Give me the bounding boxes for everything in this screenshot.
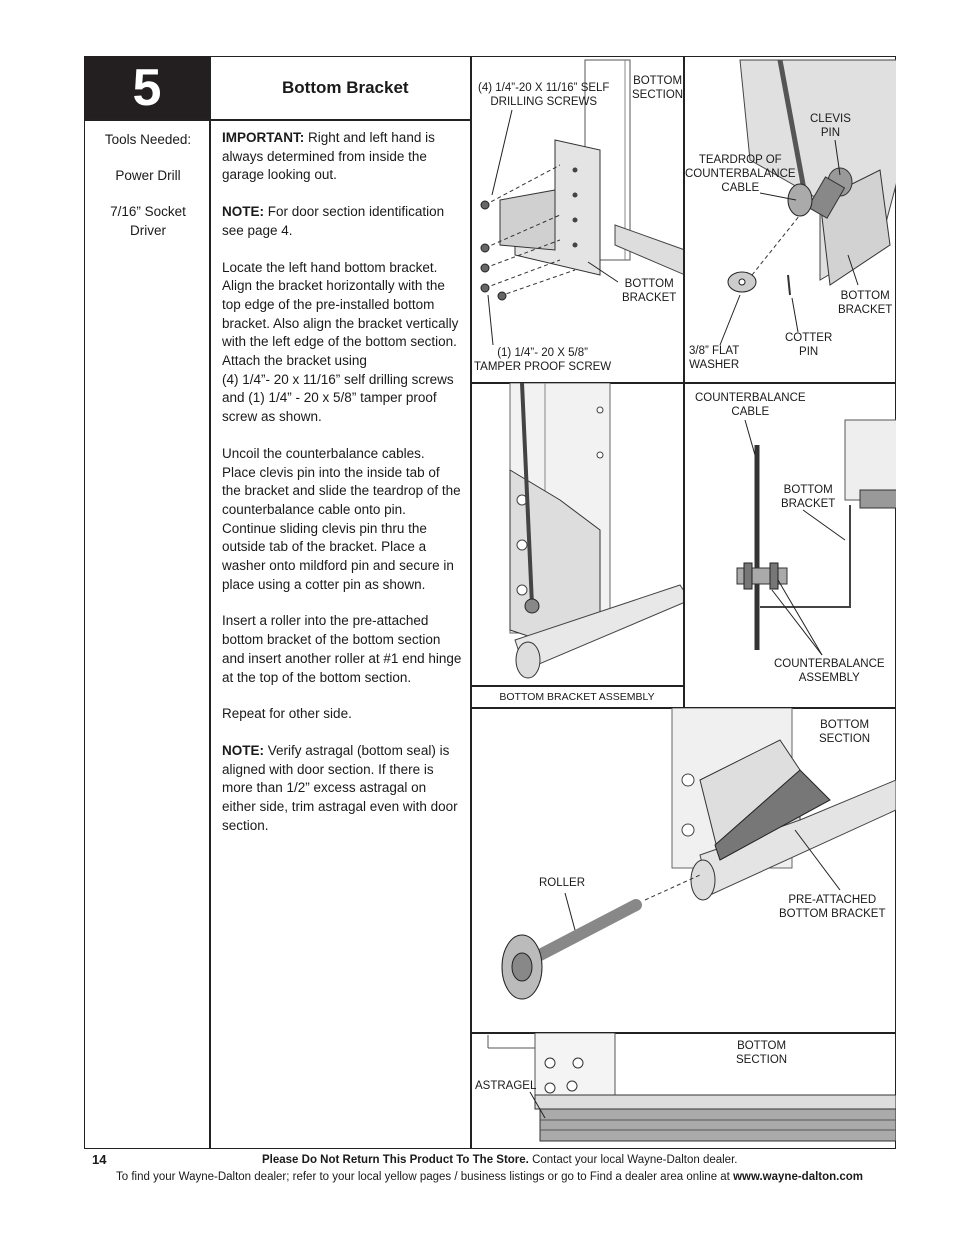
fig-row-divider-2 (470, 707, 896, 709)
instruction-cables: Uncoil the counterbalance cables. Place … (222, 445, 461, 592)
label-teardrop: TEARDROP OF COUNTERBALANCE CABLE (685, 154, 796, 194)
page-number: 14 (92, 1152, 107, 1167)
important-text: Right and left hand is always determined… (222, 130, 435, 183)
figure-bracket-screws (480, 59, 683, 346)
label-counterbalance-assembly: COUNTERBALANCE ASSEMBLY (774, 658, 885, 684)
figure-counterbalance (736, 419, 896, 656)
locate-text: Locate the left hand bottom bracket. Ali… (222, 259, 459, 369)
tool-item: 7/16” Socket Driver (110, 204, 186, 238)
label-bottom-bracket: BOTTOM BRACKET (838, 290, 893, 316)
instruction-note: NOTE: For door section identification se… (222, 203, 462, 240)
label-roller: ROLLER (539, 877, 586, 889)
tools-heading: Tools Needed: (104, 132, 192, 147)
note-text: For door section identification see page… (222, 204, 445, 238)
label-bottom-section: BOTTOM SECTION (632, 75, 684, 101)
screws-text: (4) 1/4”- 20 x 11/16” self drilling scre… (222, 371, 454, 425)
label-bottom-section: BOTTOM SECTION (819, 719, 871, 745)
label-flat-washer: 3/8” FLAT WASHER (689, 345, 740, 371)
fig-caption-divider (470, 685, 684, 687)
divider-tools (209, 56, 211, 1149)
footer-dealer: To find your Wayne-Dalton dealer; refer … (116, 1171, 863, 1183)
label-tamper-screw: (1) 1/4”- 20 X 5/8” TAMPER PROOF SCREW (474, 347, 612, 373)
instruction-astragal-note: NOTE: Verify astragal (bottom seal) is a… (222, 742, 462, 836)
figure-astragal (487, 1033, 896, 1142)
footer-notice: Please Do Not Return This Product To The… (262, 1154, 737, 1166)
important-label: IMPORTANT: (222, 130, 305, 145)
instructions: IMPORTANT: Right and left hand is always… (222, 129, 462, 854)
figure-caption: BOTTOM BRACKET ASSEMBLY (499, 691, 655, 703)
instruction-locate: Locate the left hand bottom bracket. Ali… (222, 259, 462, 427)
tool-item: Power Drill (115, 168, 181, 183)
tools-panel: Tools Needed: Power Drill 7/16” Socket D… (88, 130, 208, 257)
label-cotter-pin: COTTER PIN (785, 332, 833, 358)
figure-clevis-pin (719, 59, 896, 346)
label-astragel: ASTRAGEL (475, 1080, 537, 1092)
fig-row-divider-1 (470, 382, 896, 384)
label-screws: (4) 1/4”-20 X 11/16” SELF DRILLING SCREW… (478, 82, 610, 108)
step-title: Bottom Bracket (282, 78, 409, 97)
footer-website-link[interactable]: www.wayne-dalton.com (733, 1171, 864, 1183)
step-frame (84, 56, 896, 1149)
note2-label: NOTE: (222, 742, 264, 758)
note-label: NOTE: (222, 204, 264, 220)
footer-notice-text: Contact your local Wayne-Dalton dealer. (528, 1154, 738, 1166)
footer-notice-bold: Please Do Not Return This Product To The… (262, 1154, 529, 1166)
label-bottom-section: BOTTOM SECTION (736, 1040, 788, 1066)
label-pre-attached-bracket: PRE-ATTACHED BOTTOM BRACKET (779, 894, 886, 920)
instruction-repeat: Repeat for other side. (222, 706, 352, 722)
fig-row-divider-3 (470, 1032, 896, 1034)
instruction-important: IMPORTANT: Right and left hand is always… (222, 129, 462, 185)
label-bottom-bracket: BOTTOM BRACKET (781, 484, 836, 510)
label-counterbalance-cable: COUNTERBALANCE CABLE (695, 392, 806, 418)
figure-bracket-assembly (509, 383, 683, 679)
figure-roller (501, 708, 896, 1000)
label-clevis-pin: CLEVIS PIN (810, 113, 851, 139)
divider-text (470, 56, 472, 1149)
header-divider (84, 119, 471, 121)
label-bottom-bracket: BOTTOM BRACKET (622, 278, 677, 304)
footer-dealer-text: To find your Wayne-Dalton dealer; refer … (116, 1171, 734, 1183)
step-number: 5 (84, 56, 210, 120)
note2-text: Verify astragal (bottom seal) is aligned… (222, 742, 458, 833)
instruction-roller: Insert a roller into the pre-attached bo… (222, 613, 462, 685)
